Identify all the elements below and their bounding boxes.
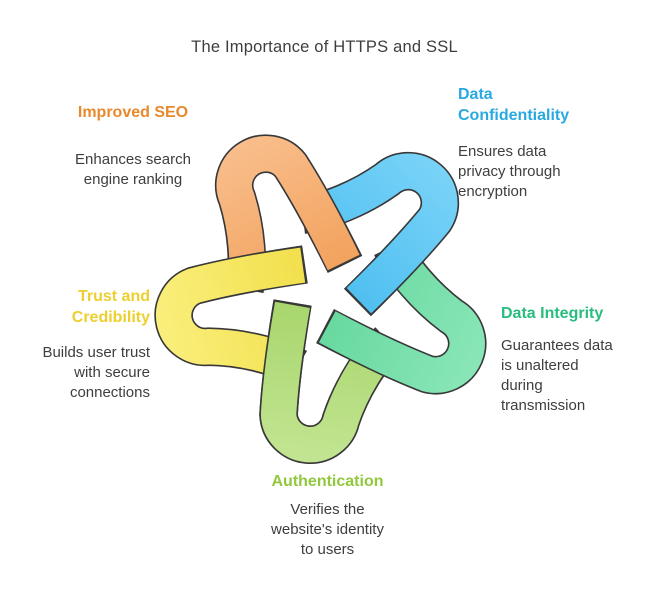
page-title: The Importance of HTTPS and SSL bbox=[191, 38, 458, 56]
section-label: Data Confidentiality bbox=[458, 84, 628, 126]
section-description: Guarantees data is unaltered during tran… bbox=[501, 336, 646, 416]
description-line: Enhances search bbox=[75, 151, 191, 168]
section-label-line: Trust and bbox=[77, 288, 150, 305]
description-line: website's identity bbox=[271, 521, 384, 538]
description-line: Ensures data bbox=[458, 143, 547, 160]
section-data-confidentiality: Data Confidentiality Ensures data privac… bbox=[458, 84, 628, 202]
description-line: privacy through bbox=[458, 163, 561, 180]
section-label-line: Improved SEO bbox=[77, 104, 189, 121]
description-line: encryption bbox=[458, 183, 528, 200]
description-line: connections bbox=[69, 384, 150, 401]
description-line: is unaltered bbox=[501, 357, 579, 374]
section-data-integrity: Data Integrity Guarantees data is unalte… bbox=[501, 303, 646, 416]
section-description: Verifies the website's identity to users bbox=[240, 500, 415, 560]
loop-data-integrity bbox=[316, 238, 487, 395]
section-label-line: Data Integrity bbox=[501, 305, 604, 322]
section-description: Builds user trust with secure connection… bbox=[24, 343, 150, 403]
description-line: with secure bbox=[74, 364, 150, 381]
section-label-line: Confidentiality bbox=[458, 107, 570, 124]
section-description: Enhances search engine ranking bbox=[33, 150, 233, 190]
description-line: Verifies the bbox=[290, 501, 365, 518]
section-improved-seo: Improved SEO Enhances search engine rank… bbox=[33, 102, 233, 190]
section-label: Authentication bbox=[240, 471, 415, 492]
description-line: Guarantees data bbox=[501, 337, 613, 354]
description-line: to users bbox=[300, 541, 355, 558]
description-line: transmission bbox=[501, 397, 586, 414]
section-label-line: Authentication bbox=[271, 473, 384, 490]
section-label: Data Integrity bbox=[501, 303, 646, 324]
description-line: engine ranking bbox=[83, 171, 183, 188]
section-label-line: Credibility bbox=[71, 309, 150, 326]
loop-trust-credibility bbox=[154, 245, 308, 385]
section-authentication: Authentication Verifies the website's id… bbox=[240, 471, 415, 560]
weave-patch bbox=[259, 299, 330, 450]
description-line: during bbox=[501, 377, 543, 394]
section-trust-credibility: Trust and Credibility Builds user trust … bbox=[24, 286, 150, 403]
loop-improved-seo bbox=[214, 134, 363, 294]
loop-authentication bbox=[259, 299, 330, 450]
section-label: Improved SEO bbox=[33, 102, 233, 123]
section-label-line: Data bbox=[458, 86, 493, 103]
section-label: Trust and Credibility bbox=[24, 286, 150, 328]
section-description: Ensures data privacy through encryption bbox=[458, 142, 628, 202]
loop-data-confidentiality bbox=[299, 151, 460, 317]
description-line: Builds user trust bbox=[42, 344, 150, 361]
